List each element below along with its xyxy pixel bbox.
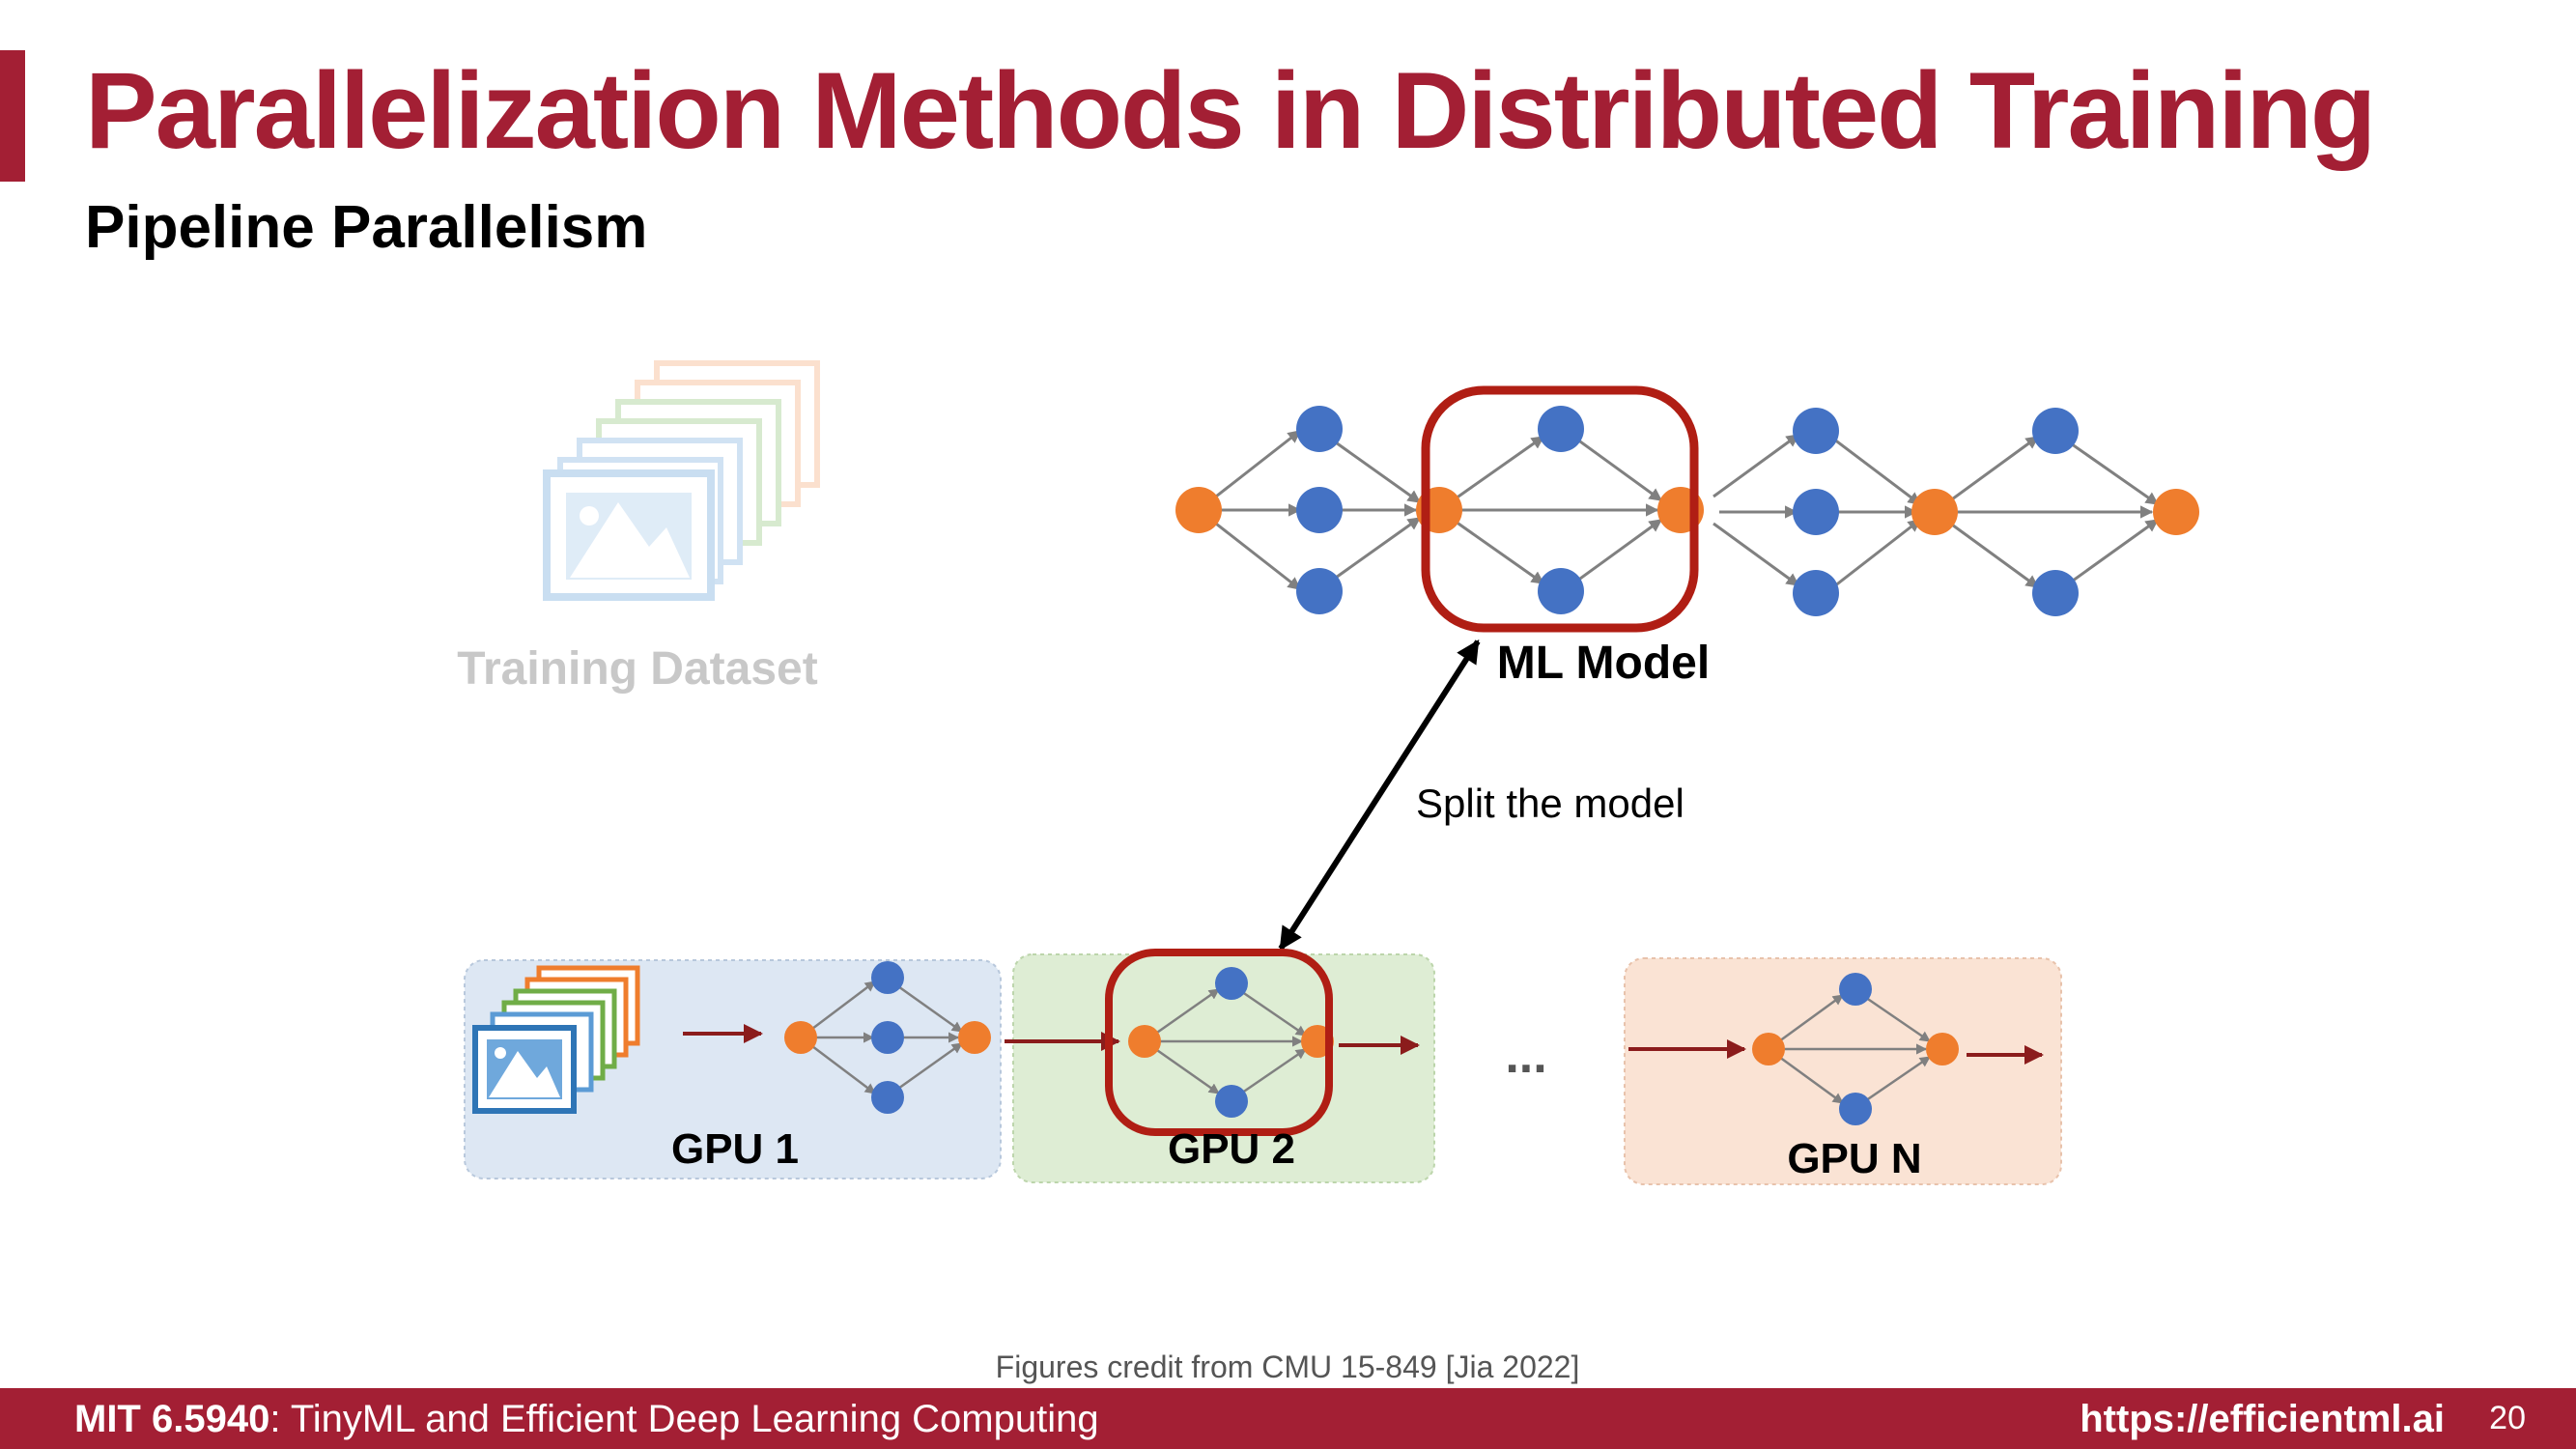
gpu1-label: GPU 1 [671, 1125, 799, 1173]
pipeline-flow-arrows [683, 1024, 2044, 1065]
gpuN-label: GPU N [1787, 1135, 1921, 1182]
gpu1-network [784, 961, 991, 1114]
gpu2-stage-highlight [1105, 949, 1333, 1136]
gpu-ellipsis: ... [1505, 1028, 1546, 1084]
model-stage-highlight [1421, 385, 1699, 633]
ml-model-label: ML Model [1497, 638, 1710, 689]
page-number: 20 [2489, 1400, 2526, 1436]
gpuN-box [1624, 957, 2062, 1185]
gpu2-network [1128, 967, 1334, 1118]
split-label: Split the model [1416, 781, 1684, 826]
gpu2-label: GPU 2 [1168, 1125, 1295, 1173]
figure-credit: Figures credit from CMU 15-849 [Jia 2022… [996, 1350, 1580, 1384]
training-dataset-label: Training Dataset [457, 643, 817, 695]
slide-title: Parallelization Methods in Distributed T… [85, 50, 2376, 171]
gpu1-dataset-icon [472, 965, 640, 1114]
course-info: MIT 6.5940: TinyML and Efficient Deep Le… [74, 1398, 1099, 1441]
course-name: : TinyML and Efficient Deep Learning Com… [269, 1398, 1099, 1440]
slide-subtitle: Pipeline Parallelism [85, 194, 648, 261]
course-code: MIT 6.5940 [74, 1398, 270, 1440]
footer-bar: MIT 6.5940: TinyML and Efficient Deep Le… [0, 1388, 2576, 1449]
course-url-link[interactable]: https://efficientml.ai [2080, 1398, 2445, 1440]
gpuN-network [1752, 973, 1959, 1125]
title-accent-bar [0, 50, 25, 182]
training-dataset-icon [543, 360, 820, 601]
split-arrow [1278, 639, 1481, 952]
